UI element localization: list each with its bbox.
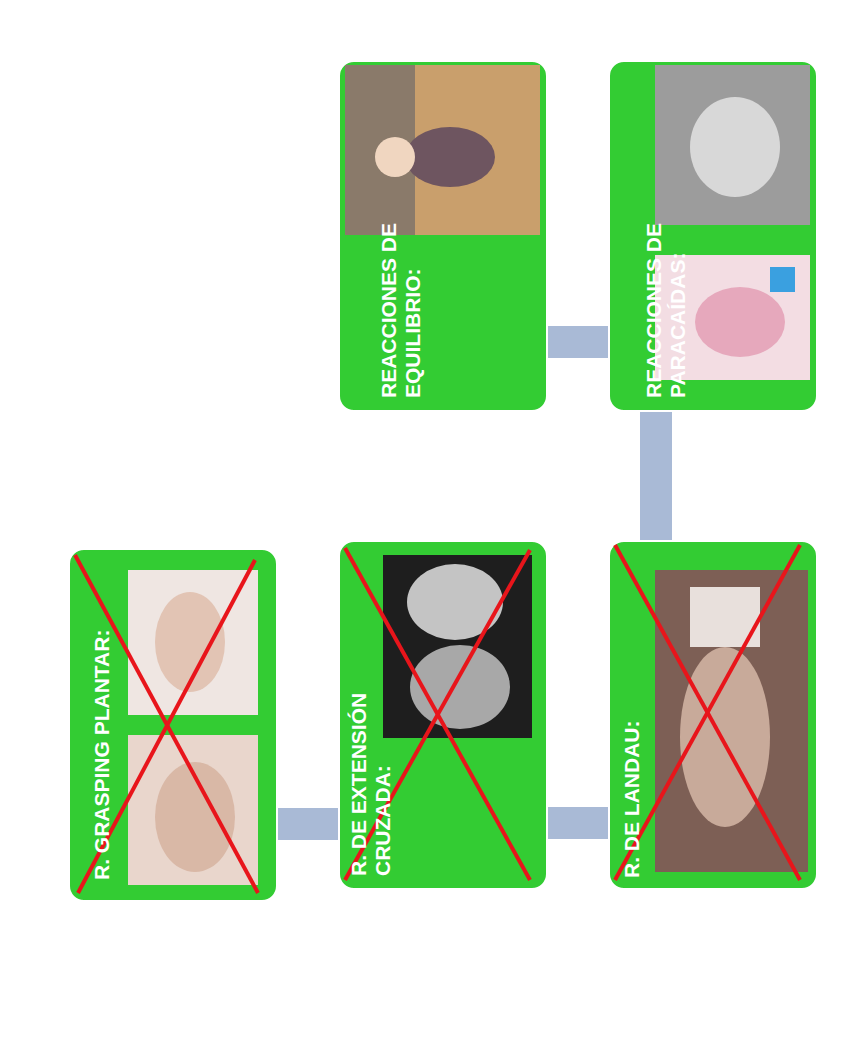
photo [655,255,810,380]
box-title: R. GRASPING PLANTAR: [90,560,114,880]
connector-bar [548,326,608,358]
photo-detail [770,267,795,292]
box-title: R. DE LANDAU: [620,558,644,878]
landau-photo [655,570,808,872]
process-box: R. GRASPING PLANTAR: [68,548,278,902]
cross-line [345,548,530,880]
process-box: REACCIONES DE EQUILIBRIO: [338,60,548,412]
photo-detail [405,127,495,187]
photo-detail [680,647,770,827]
photo-detail [407,564,503,640]
paracaidas-photos [655,65,810,380]
box-title: R. DE EXTENSIÓN CRUZADA: [347,676,395,876]
cross-line [615,545,800,880]
photo-detail [155,592,225,692]
photo [383,555,532,738]
cross-line [345,550,530,880]
connector-bar [548,807,608,839]
photo-detail [375,137,415,177]
photo [128,570,258,715]
photo [655,570,808,872]
connector-bar [278,808,338,840]
photo-detail [690,587,760,647]
photo-detail [410,645,510,729]
equilibrio-photo [345,65,540,235]
grasping-photos [128,570,258,885]
process-box: R. DE EXTENSIÓN CRUZADA: [338,540,548,890]
photo [655,65,810,225]
photo-detail [345,65,415,235]
photo-detail [690,97,780,197]
cross-line [615,545,800,880]
process-box: R. DE LANDAU: [608,540,818,890]
extension-photo [383,555,532,738]
photo [345,65,540,235]
process-box: REACCIONES DE PARACAÍDAS: [608,60,818,412]
connector-bar [640,412,672,540]
box-title: REACCIONES DE PARACAÍDAS: [642,208,690,398]
photo-detail [155,762,235,872]
photo [128,735,258,885]
photo-detail [695,287,785,357]
box-title: REACCIONES DE EQUILIBRIO: [377,208,425,398]
cross-line [78,560,255,893]
cross-marks [75,545,800,893]
cross-line [75,555,258,893]
